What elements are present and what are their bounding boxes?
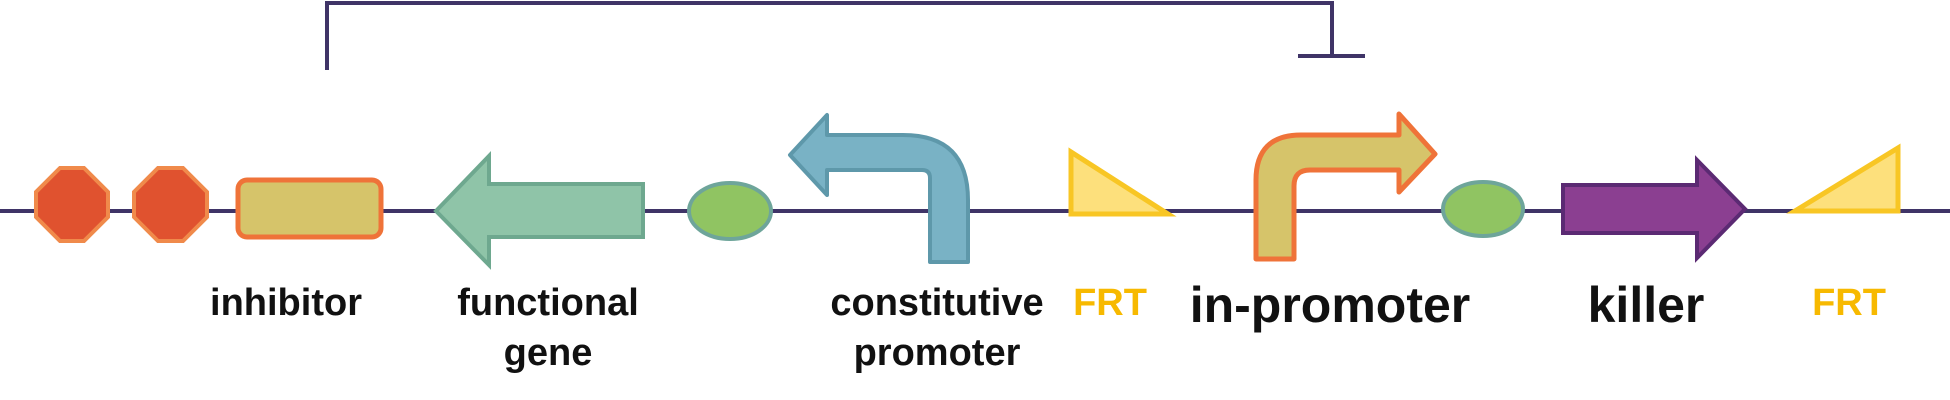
frt-right-icon xyxy=(1786,143,1901,214)
inhibitor-gene-icon xyxy=(235,177,384,240)
label-frt-right: FRT xyxy=(1812,282,1886,324)
label-functional-gene-line2: gene xyxy=(504,332,593,374)
label-constitutive-promoter-line1: constitutive xyxy=(830,282,1043,324)
label-killer: killer xyxy=(1588,277,1705,333)
inhibition-line xyxy=(325,1,1334,70)
frt-left-icon xyxy=(1068,147,1177,217)
label-frt-left: FRT xyxy=(1073,282,1147,324)
inhibition-arc xyxy=(325,1,1365,70)
label-in-promoter: in-promoter xyxy=(1190,277,1471,333)
terminator-1-icon xyxy=(34,166,110,243)
label-functional-gene-line1: functional xyxy=(457,282,639,324)
constitutive-promoter-arrow-icon xyxy=(788,113,970,264)
rbs-2-icon xyxy=(1441,180,1525,238)
functional-gene-arrow-icon xyxy=(433,151,645,270)
label-inhibitor: inhibitor xyxy=(210,282,362,324)
in-promoter-arrow-icon xyxy=(1253,111,1438,262)
killer-gene-arrow-icon xyxy=(1561,155,1748,263)
rbs-1-icon xyxy=(687,181,773,241)
label-constitutive-promoter-line2: promoter xyxy=(854,332,1021,374)
terminator-2-icon xyxy=(132,166,209,243)
